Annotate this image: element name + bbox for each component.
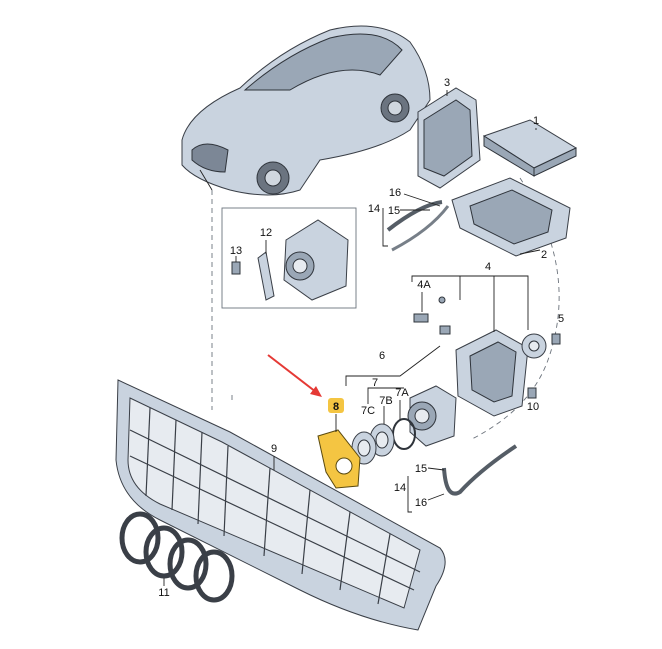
callout-2: 2 [541,249,547,261]
callout-14-bottom: 14 [394,482,406,494]
callout-7B: 7B [379,395,392,407]
red-arrow-indicator [267,354,322,397]
radiator-grille-9 [115,379,446,631]
callout-labels: 1 2 3 4 4A 5 6 7 7A 7B 7C 8 9 10 11 12 1… [158,77,564,599]
control-unit-1 [482,119,578,177]
emblem-rings-11 [119,511,235,603]
callout-8: 8 [333,401,339,413]
bracket-assembly-4 [411,275,561,417]
wiring-harness-bottom [407,444,518,513]
callout-15-bottom: 15 [415,463,427,475]
callout-9: 9 [271,443,277,455]
callout-12: 12 [260,227,272,239]
car-illustration [181,25,431,196]
callout-7: 7 [372,377,378,389]
motor-unit-6 [345,345,457,447]
callout-3: 3 [444,77,450,89]
inset-detail-box [221,207,357,309]
callout-1: 1 [533,115,539,127]
callout-16-bottom: 16 [415,497,427,509]
callout-13: 13 [230,245,242,257]
callout-16-top: 16 [389,187,401,199]
callout-4A: 4A [417,279,431,291]
callout-5: 5 [558,313,564,325]
callout-14-top: 14 [368,203,380,215]
bracket-2 [451,177,571,257]
callout-11: 11 [158,587,169,599]
callout-6: 6 [379,350,385,362]
wiring-harness-top [382,193,450,252]
callout-8-highlight [328,398,344,413]
callout-4: 4 [485,261,491,273]
callout-7C: 7C [361,405,375,417]
callout-15-top: 15 [388,205,400,217]
callout-10: 10 [527,401,539,413]
module-housing-3 [417,87,481,189]
cover-plate-8 [317,414,361,489]
callout-7A: 7A [395,387,409,399]
